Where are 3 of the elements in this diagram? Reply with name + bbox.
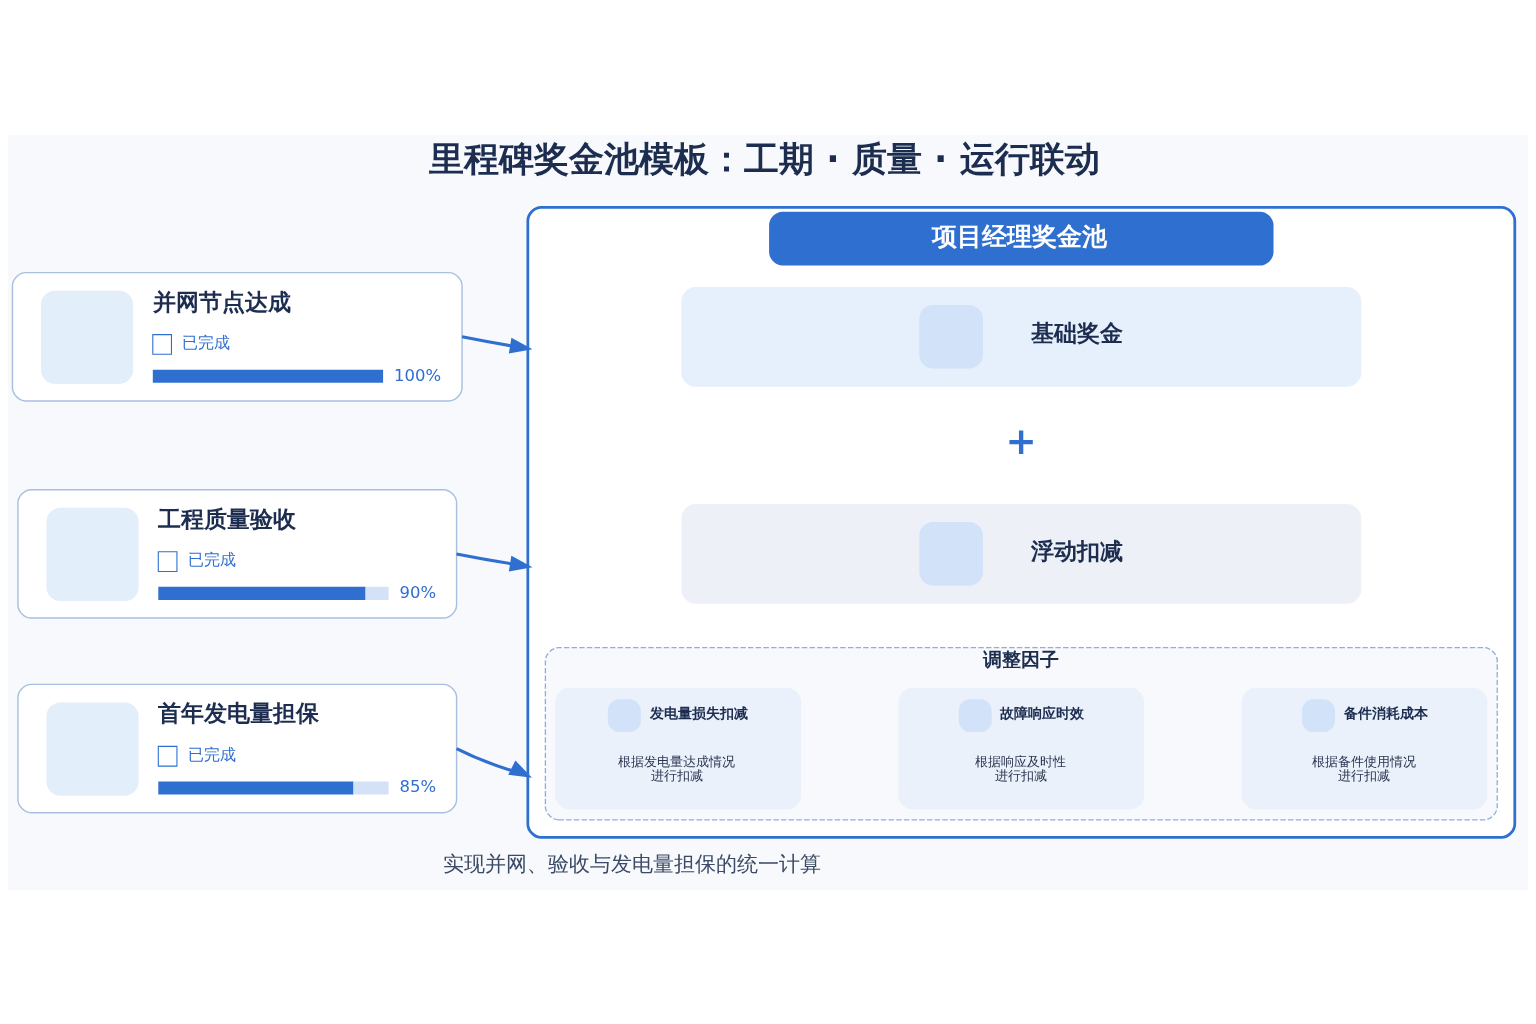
caption: 实现并网、验收与发电量担保的统一计算	[443, 851, 822, 876]
diagram-title: 里程碑奖金池模板：工期 · 质量 · 运行联动	[429, 137, 1100, 179]
label: +	[1005, 418, 1037, 463]
